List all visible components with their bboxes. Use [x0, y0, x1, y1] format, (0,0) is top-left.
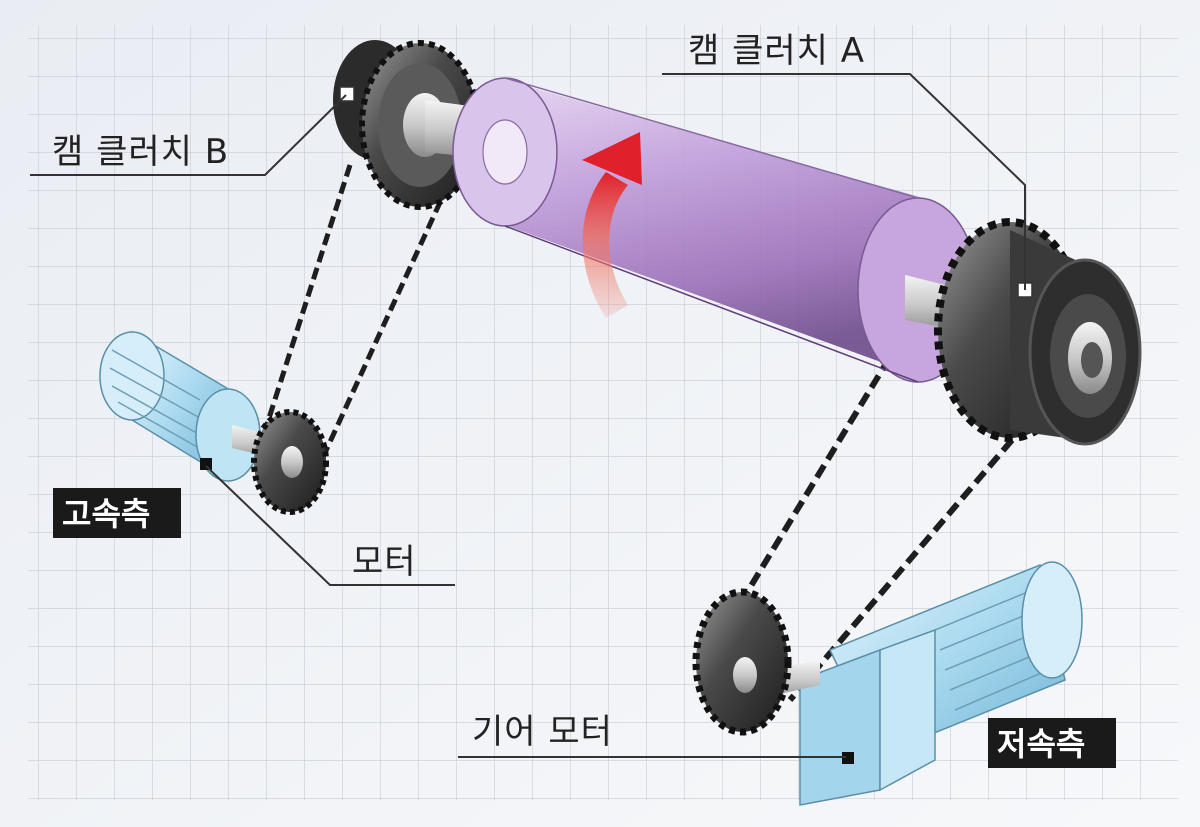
tag-high-speed-side-text: 고속측 [62, 495, 150, 533]
label-cam-clutch-a: 캠 클러치 A [688, 31, 865, 71]
label-gear-motor: 기어 모터 [472, 712, 613, 752]
motor-sprocket [251, 409, 329, 515]
chain-belt-b [259, 164, 451, 470]
leader-line-motor [205, 465, 455, 586]
tag-high-speed-side: 고속측 [53, 488, 181, 538]
label-motor: 모터 [352, 542, 417, 582]
gear-motor-sprocket [692, 588, 792, 736]
leader-line-cam-clutch-a [662, 73, 1026, 290]
chain-belt-a [709, 248, 1015, 702]
motor-marker [200, 458, 212, 470]
leader-line-cam-clutch-b [30, 94, 347, 176]
rotation-arrow [582, 132, 642, 318]
gear-motor-marker [842, 752, 854, 764]
label-cam-clutch-b: 캠 클러치 B [52, 132, 229, 172]
tag-low-speed-side-text: 저속측 [997, 725, 1085, 763]
cam-clutch-a [934, 218, 1142, 446]
tag-low-speed-side: 저속측 [988, 718, 1116, 768]
gear-motor [745, 561, 1083, 806]
